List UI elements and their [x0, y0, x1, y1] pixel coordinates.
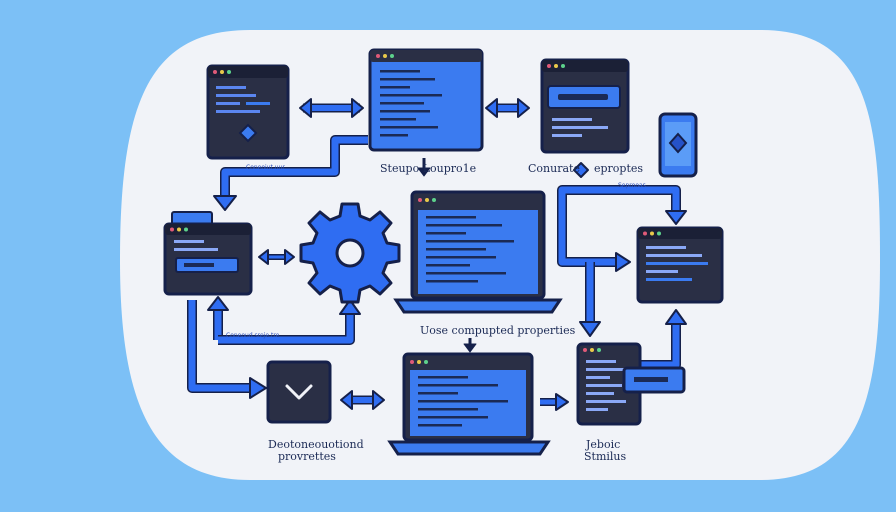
double-arrow-gear [258, 249, 295, 265]
double-arrow-top-left [299, 98, 364, 118]
update-status-label-1: Jeboic [585, 438, 620, 451]
update-status-label-2: Stmilus [584, 450, 627, 463]
code-window-top-right [540, 58, 630, 154]
gear-icon [299, 202, 401, 304]
chevron-down-icon [285, 384, 313, 400]
setup-lifecycle-label: Steupo Loupro1e [380, 162, 476, 175]
laptop-bottom [387, 352, 551, 456]
phone-device [658, 112, 698, 178]
double-arrow-bottom [340, 390, 385, 410]
dropdown-window-bottom-left [266, 360, 332, 424]
use-computed-properties-label: Uose compupted properties [420, 324, 576, 337]
destructured-properties-label-1: Deotoneouotiond [268, 438, 364, 451]
lower-left-arrow-caption: Coneoud sreje tre [226, 332, 280, 339]
right-arrow-caption: Seprooas [618, 182, 646, 189]
arrows [187, 98, 687, 411]
double-arrow-top-right [485, 98, 530, 118]
code-window-bottom-right [576, 342, 686, 426]
code-window-top-left [206, 64, 290, 160]
computed-properties-label-b: eproptes [594, 162, 643, 175]
code-window-left-middle [163, 211, 253, 296]
diamond-marker [573, 162, 589, 178]
upper-left-arrow-caption: Coneoiut uur [246, 164, 285, 171]
destructured-properties-label-2: provrettes [278, 450, 336, 463]
code-window-right-middle [636, 226, 724, 304]
computed-properties-label-a: Conurate [528, 162, 580, 175]
laptop-center [393, 190, 563, 314]
code-editor-top [368, 48, 484, 152]
